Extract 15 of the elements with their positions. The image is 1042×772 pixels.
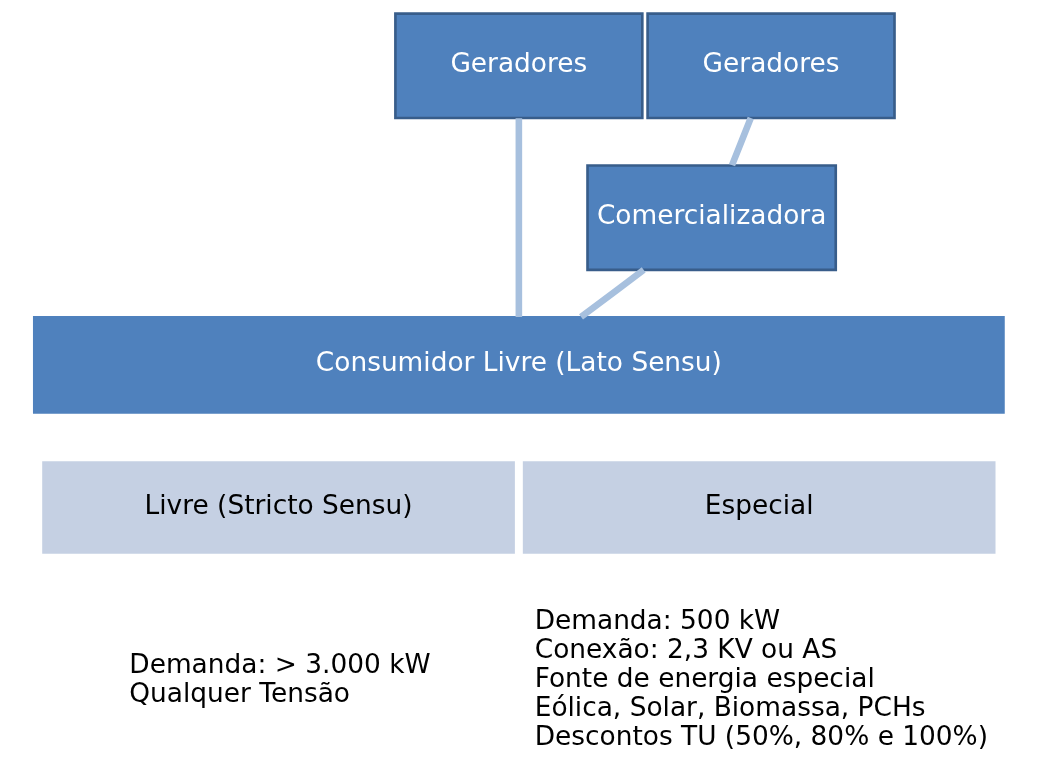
node-label: Demanda: 500 kW bbox=[534, 603, 780, 635]
node-label: Descontos TU (50%, 80% e 100%) bbox=[534, 720, 988, 752]
node-box: Geradores bbox=[393, 12, 644, 120]
connector bbox=[728, 116, 754, 167]
connector bbox=[515, 118, 522, 317]
node-box: Consumidor Livre (Lato Sensu) bbox=[32, 316, 1005, 414]
node-box: Comercializadora bbox=[585, 164, 837, 272]
node-box: Geradores bbox=[645, 12, 896, 120]
node-label: Fonte de energia especial bbox=[534, 662, 875, 694]
node-label: Demanda: > 3.000 kW bbox=[128, 647, 431, 679]
connector bbox=[578, 267, 646, 320]
node-box: Especial bbox=[519, 458, 998, 557]
node-label: Qualquer Tensão bbox=[128, 676, 350, 708]
node-label: Conexão: 2,3 KV ou AS bbox=[534, 633, 837, 664]
node-box: Livre (Stricto Sensu) bbox=[39, 458, 518, 557]
